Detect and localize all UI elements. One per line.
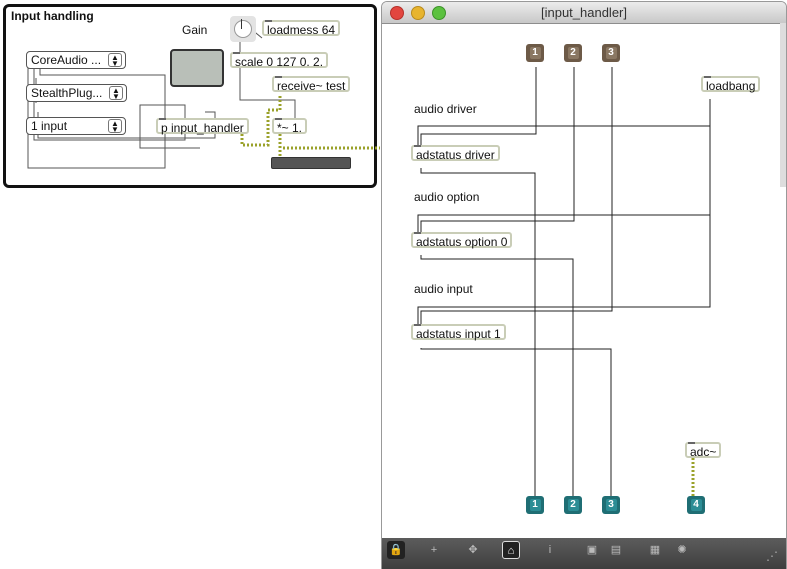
outlet-4[interactable]: 4 (687, 496, 705, 514)
multiply-object[interactable]: *~ 1. (272, 118, 308, 135)
paste-icon[interactable]: ▤ (610, 544, 622, 556)
zoom-button[interactable] (432, 6, 446, 20)
lock-icon[interactable]: 🔒 (387, 541, 405, 559)
gain-display (170, 49, 224, 87)
vertical-scrollbar[interactable] (780, 23, 786, 187)
adstatus-input-object[interactable]: adstatus input 1 (411, 324, 506, 341)
gain-dial[interactable] (230, 16, 256, 42)
add-icon[interactable]: + (430, 544, 438, 556)
grid-icon[interactable]: ▦ (649, 544, 661, 556)
copy-icon[interactable]: ▣ (586, 544, 598, 556)
close-button[interactable] (390, 6, 404, 20)
adstatus-driver-object[interactable]: adstatus driver (411, 145, 500, 162)
chevron-updown-icon: ▲▼ (108, 53, 122, 68)
signal-output-bar[interactable] (271, 157, 351, 169)
outlet-2[interactable]: 2 (564, 496, 582, 514)
main-patch-cords (27, 19, 380, 169)
window-titlebar[interactable] (382, 2, 786, 24)
dial-pointer (241, 19, 242, 29)
outlet-3[interactable]: 3 (602, 496, 620, 514)
inlet-1[interactable]: 1 (526, 44, 544, 62)
minimize-button[interactable] (411, 6, 425, 20)
window-toolbar (382, 538, 786, 569)
adc-object[interactable]: adc~ (685, 442, 722, 459)
presentation-icon[interactable]: ⌂ (502, 541, 520, 559)
gain-label: Gain (182, 23, 208, 37)
settings-icon[interactable]: ✺ (677, 544, 687, 556)
window-title: [input_handler] (540, 5, 627, 20)
comment-audio-driver: audio driver (414, 102, 477, 116)
outlet-1[interactable]: 1 (526, 496, 544, 514)
option-menu[interactable]: StealthPlug... ▲▼ (26, 84, 127, 102)
inlet-3[interactable]: 3 (602, 44, 620, 62)
move-icon[interactable]: ✥ (468, 544, 478, 556)
subpatch-window (381, 1, 787, 569)
driver-menu-label: CoreAudio ... (31, 53, 102, 67)
comment-audio-input: audio input (414, 282, 473, 296)
loadbang-object[interactable]: loadbang (701, 76, 761, 93)
option-menu-label: StealthPlug... (31, 86, 103, 100)
chevron-updown-icon: ▲▼ (109, 86, 123, 101)
loadmess-object[interactable]: loadmess 64 (262, 20, 341, 37)
receive-object[interactable]: receive~ test (272, 76, 351, 93)
subpatch-cords (417, 67, 711, 496)
resize-grip-icon[interactable]: ⋰ (766, 549, 778, 563)
driver-menu[interactable]: CoreAudio ... ▲▼ (26, 51, 126, 69)
input-menu[interactable]: 1 input ▲▼ (26, 117, 126, 135)
subpatch-object[interactable]: p input_handler (156, 118, 249, 135)
dial-knob (234, 20, 252, 38)
patch-title: Input handling (11, 9, 94, 23)
scale-object[interactable]: scale 0 127 0. 2. (230, 52, 329, 69)
comment-audio-option: audio option (414, 190, 480, 204)
chevron-updown-icon: ▲▼ (108, 119, 122, 134)
info-icon[interactable]: i (548, 544, 552, 556)
input-menu-label: 1 input (31, 119, 68, 133)
adstatus-option-object[interactable]: adstatus option 0 (411, 232, 513, 249)
inlet-2[interactable]: 2 (564, 44, 582, 62)
